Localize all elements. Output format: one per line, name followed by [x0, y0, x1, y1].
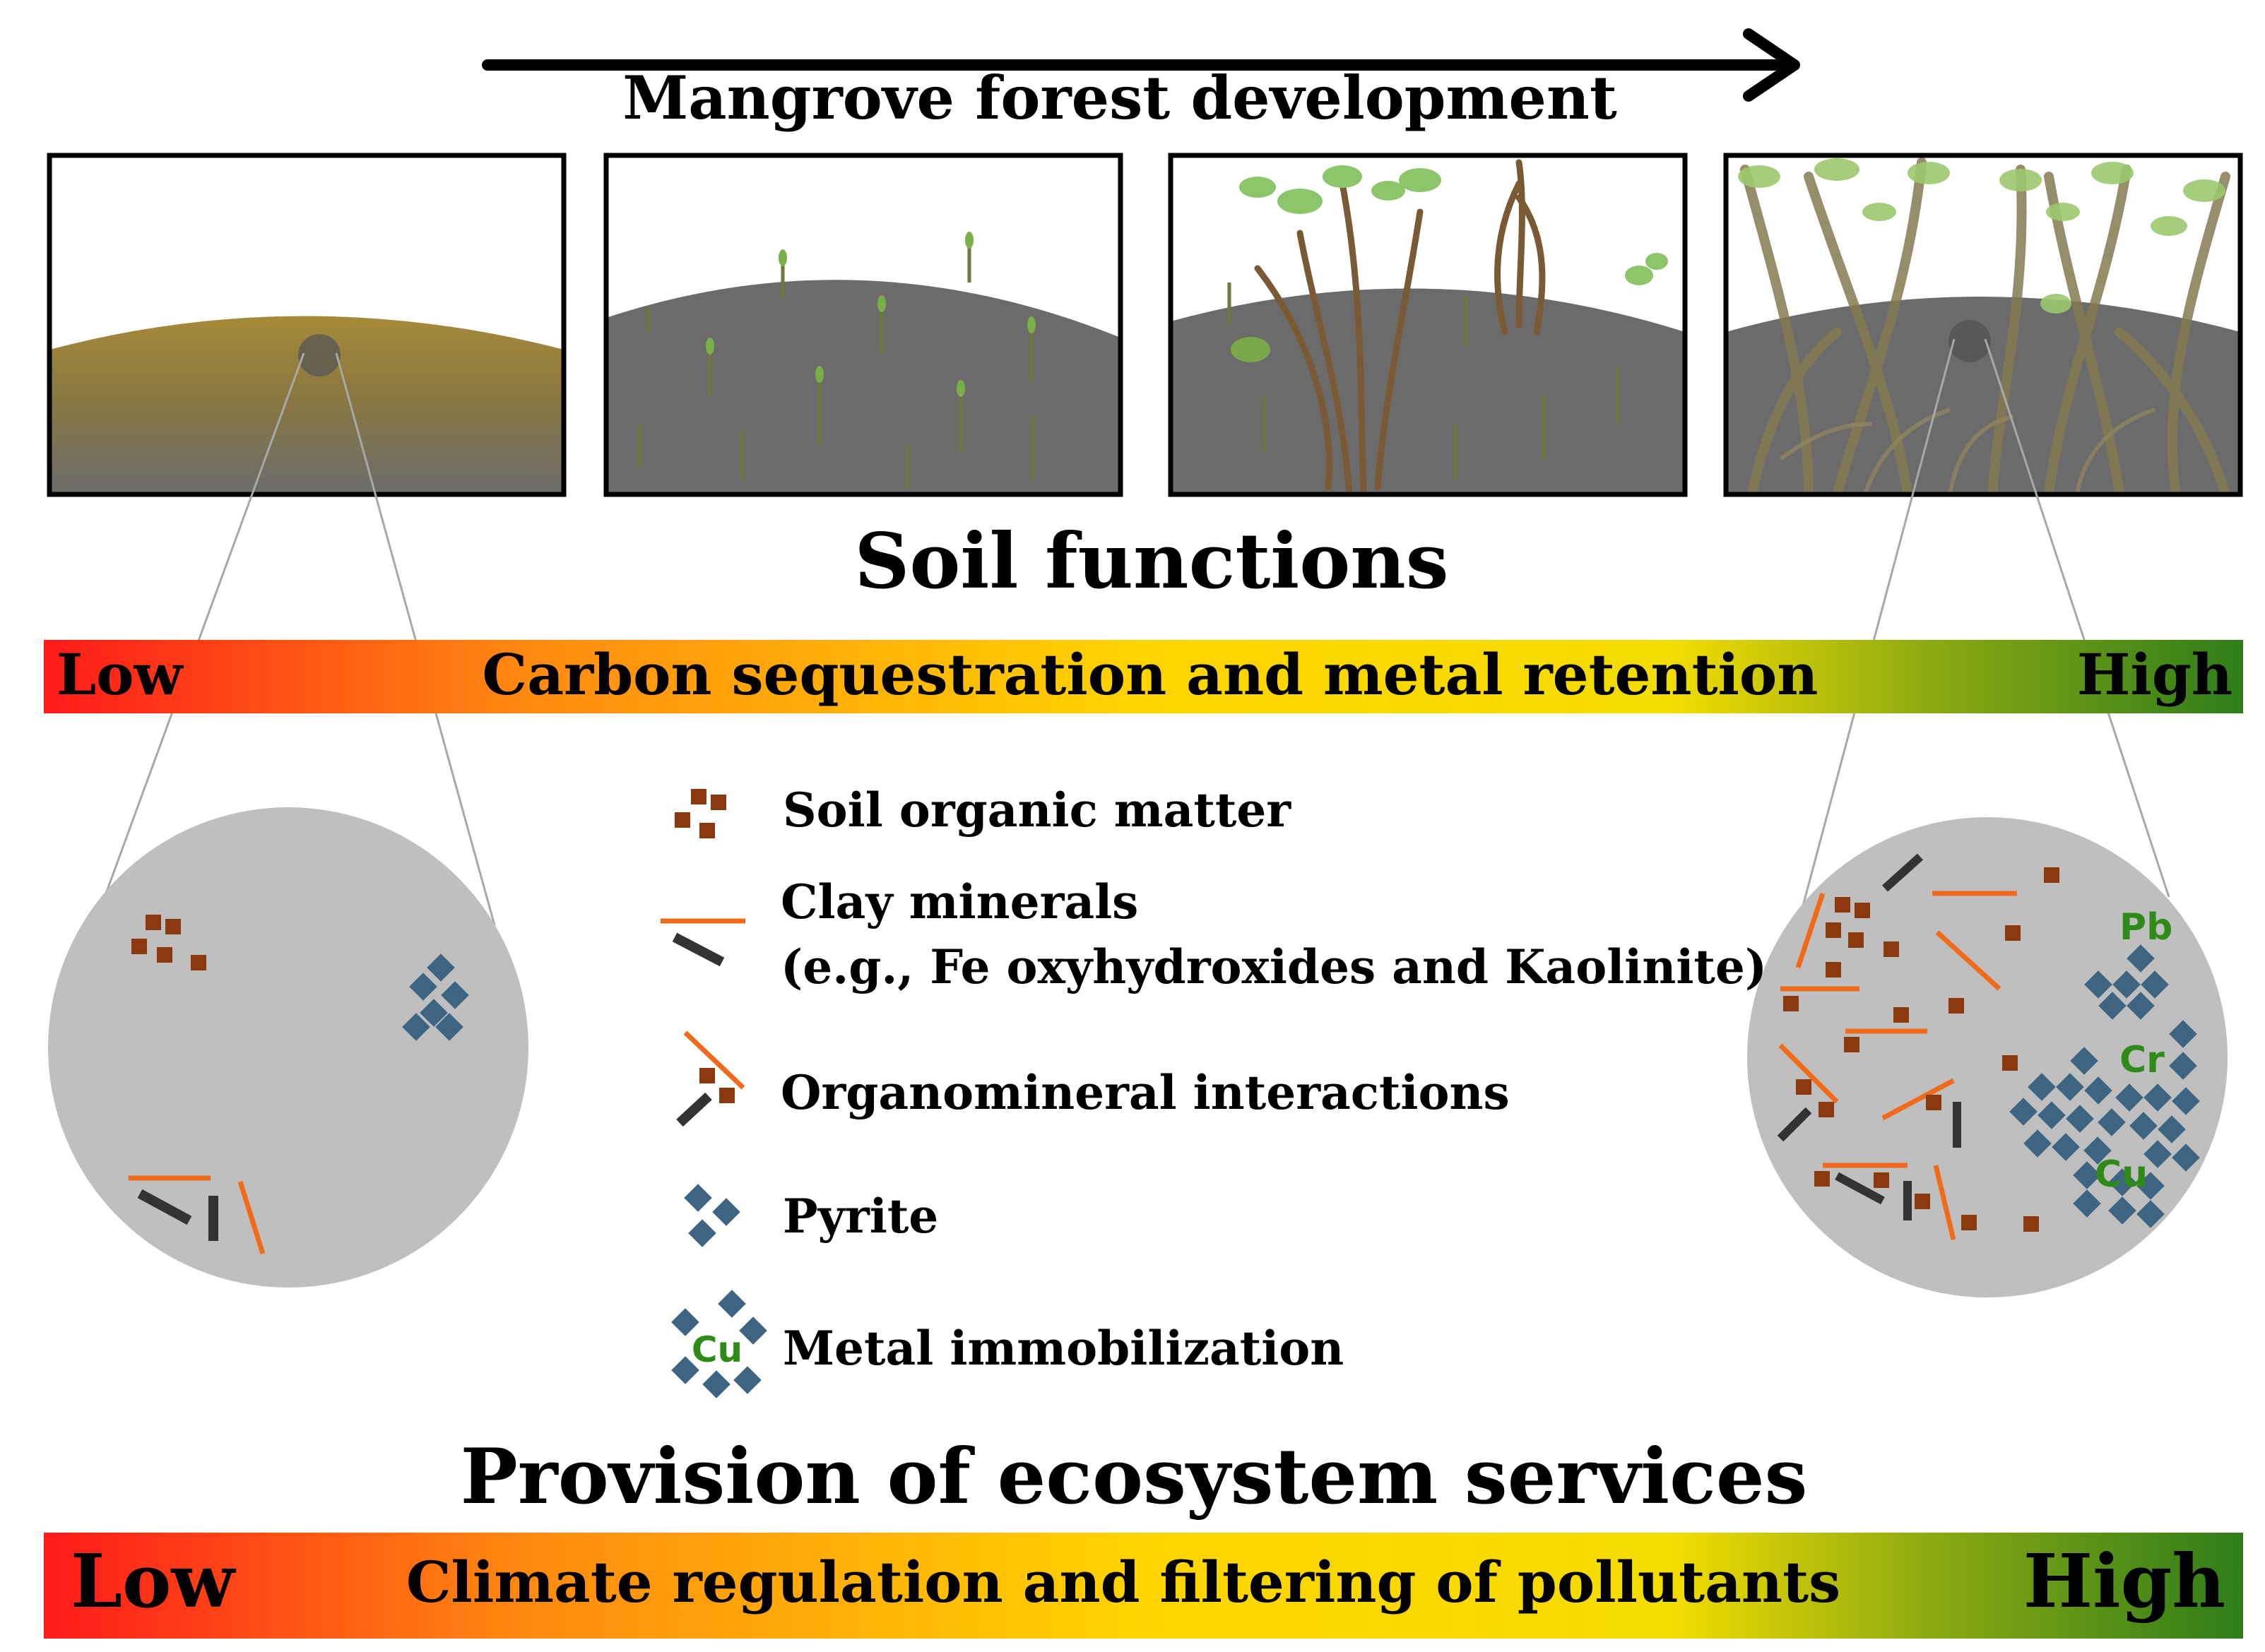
panel-seedlings: [603, 153, 1123, 497]
panel-bare-mudflat: [47, 153, 567, 497]
soil-functions-bar: Low Carbon sequestration and metal reten…: [44, 640, 2243, 713]
sample-point: [298, 334, 341, 376]
legend-label-metal-immobilization: Metal immobilization: [783, 1321, 1344, 1376]
metal-label-pb: Pb: [2119, 906, 2172, 949]
panel-mature-mangroves: [1723, 153, 2243, 497]
clay-dark-group: [1777, 853, 1961, 1220]
soil-functions-high: High: [2077, 641, 2233, 708]
clay-minerals-icon: [661, 918, 745, 967]
legend-label-pyrite: Pyrite: [783, 1189, 938, 1244]
legend: Soil organic matter Clay minerals (e.g.,…: [661, 783, 1767, 1398]
ecosystem-services-title: Provision of ecosystem services: [461, 1432, 1808, 1521]
zoom-lines: [105, 338, 2170, 926]
soil-organic-matter-icon: [675, 789, 726, 838]
legend-icon-cu: Cu: [692, 1329, 743, 1370]
metal-label-cr: Cr: [2119, 1039, 2165, 1081]
legend-label-soil-organic-matter: Soil organic matter: [783, 783, 1291, 838]
metal-label-cu: Cu: [2095, 1153, 2148, 1196]
organomineral-interactions-icon: [676, 1030, 745, 1127]
ecosystem-services-bar: Low Climate regulation and filtering of …: [44, 1533, 2243, 1639]
soil-functions-title: Soil functions: [854, 517, 1448, 606]
soil-functions-bar-label: Carbon sequestration and metal retention: [483, 641, 1818, 708]
development-arrow-label: Mangrove forest development: [622, 63, 1617, 133]
sample-point: [1948, 320, 1991, 362]
ecosystem-services-bar-label: Climate regulation and filtering of poll…: [406, 1549, 1840, 1615]
metal-immobilization-icon: [671, 1290, 767, 1398]
soil-organic-matter-scatter: [1783, 867, 2059, 1232]
ecosystem-services-high: High: [2023, 1538, 2225, 1624]
soil-zoom-high: Pb Cr Cu: [1747, 817, 2228, 1297]
clay-minerals-group: [129, 1175, 266, 1255]
ecosystem-services-low: Low: [71, 1538, 236, 1624]
pyrite-cluster: [402, 953, 469, 1041]
panel-young-mangroves: [1168, 153, 1688, 497]
pyrite-icon: [684, 1184, 740, 1247]
pyrite-metal-cluster: [2009, 944, 2200, 1228]
legend-label-organomineral-interactions: Organomineral interactions: [781, 1065, 1510, 1120]
soil-functions-low: Low: [57, 641, 184, 708]
clay-orange-group: [1778, 891, 2017, 1240]
legend-sublabel-clay-minerals: (e.g., Fe oxyhydroxides and Kaolinite): [781, 939, 1767, 994]
soil-organic-matter-cluster: [131, 915, 206, 970]
legend-label-clay-minerals: Clay minerals: [781, 874, 1138, 929]
soil-zoom-low: [48, 807, 528, 1288]
development-arrow: [482, 28, 1800, 102]
